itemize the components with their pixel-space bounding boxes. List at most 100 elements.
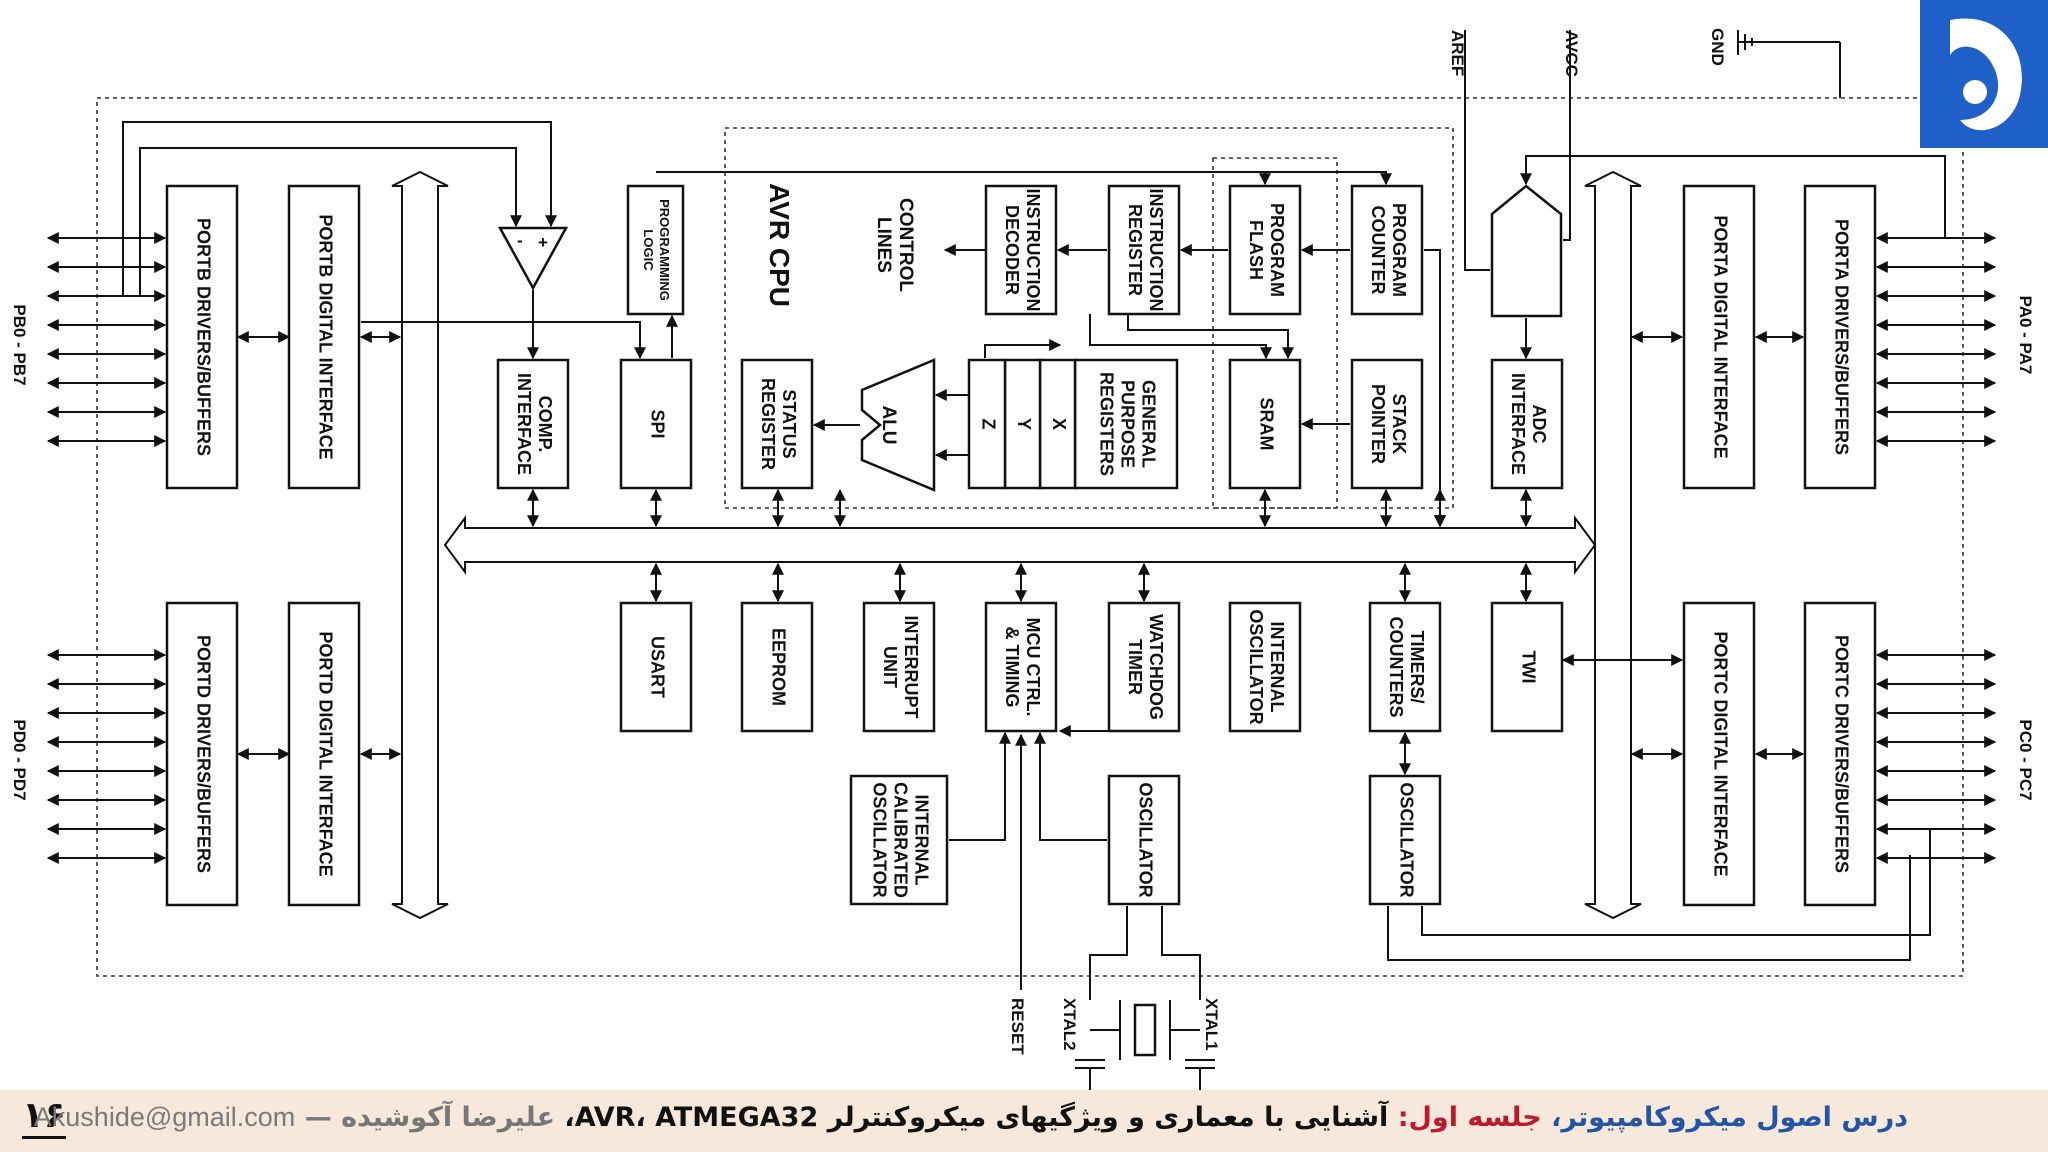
footer-caption: درس اصول میکروکامپیوتر، جلسه اول: آشنایی… bbox=[34, 1102, 1908, 1133]
status-register-block-label-line: REGISTER bbox=[758, 378, 778, 470]
portd-drivers-block: PORTD DRIVERS/BUFFERS bbox=[165, 601, 239, 907]
wire bbox=[1089, 314, 1272, 360]
adc-interface-block-box bbox=[1490, 358, 1564, 490]
porta-drivers-block-label-line: PORTA DRIVERS/BUFFERS bbox=[1831, 219, 1851, 455]
twi-block: TWI bbox=[1490, 601, 1564, 733]
wire bbox=[1421, 830, 1931, 936]
program-flash-block-label-line: PROGRAM bbox=[1267, 203, 1287, 297]
svg-text:LINES: LINES bbox=[873, 217, 894, 273]
portc-drivers-block-label-line: PORTC DRIVERS/BUFFERS bbox=[1831, 635, 1851, 873]
oscillator-2-block: OSCILLATOR bbox=[1368, 774, 1442, 906]
reg-x-block-label-line: X bbox=[1049, 418, 1069, 430]
footer-bar: ۱۶ درس اصول میکروکامپیوتر، جلسه اول: آشن… bbox=[0, 1090, 2048, 1152]
xtal1-label: XTAL1 bbox=[1202, 998, 1221, 1051]
gpr-block-label-line: REGISTERS bbox=[1096, 372, 1116, 476]
left-vertical-bus bbox=[391, 170, 449, 920]
portb-digital-block: PORTB DIGITAL INTERFACE bbox=[287, 184, 361, 490]
mcu-ctrl-block: MCU CTRL.& TIMING bbox=[984, 601, 1058, 733]
wire bbox=[949, 731, 1011, 841]
stack-pointer-block-box bbox=[1350, 358, 1424, 490]
program-flash-block-label-line: FLASH bbox=[1246, 220, 1266, 280]
footer-email: Akushide@gmail.com bbox=[33, 1102, 296, 1132]
portd-digital-block-box bbox=[287, 601, 361, 907]
comparator-plus: + bbox=[538, 233, 548, 252]
usart-block: USART bbox=[619, 601, 693, 733]
twi-block-box bbox=[1490, 601, 1564, 733]
sram-block: SRAM bbox=[1228, 358, 1302, 490]
footer-topic: آشنایی با معماری و ویژگیهای میکروکنترلر … bbox=[564, 1102, 1389, 1133]
portb-digital-block-box bbox=[287, 184, 361, 490]
page-number: ۱۶ bbox=[22, 1096, 66, 1139]
reg-y-block-label-line: Y bbox=[1014, 418, 1034, 430]
internal-oscillator-block-label-line: INTERNAL bbox=[1267, 622, 1287, 713]
portb-drivers-block-label-line: PORTB DRIVERS/BUFFERS bbox=[193, 218, 213, 456]
stack-pointer-block-label-line: POINTER bbox=[1368, 384, 1388, 464]
gpr-block-label-line: PURPOSE bbox=[1117, 380, 1137, 468]
sram-block-box bbox=[1228, 358, 1302, 490]
portc-drivers-block-box bbox=[1803, 601, 1877, 907]
watchdog-timer-block-label-line: WATCHDOG bbox=[1146, 614, 1166, 720]
portc-digital-block-box bbox=[1682, 601, 1756, 907]
wire bbox=[1464, 30, 1490, 271]
wire bbox=[1127, 314, 1294, 360]
chip-boundary bbox=[96, 97, 1964, 977]
svg-text:CONTROL: CONTROL bbox=[895, 198, 916, 292]
program-counter-block-box bbox=[1350, 184, 1424, 316]
gpr-block-label-line: GENERAL bbox=[1138, 380, 1158, 468]
comp-interface-block-label-line: COMP. bbox=[535, 396, 555, 453]
oscillator-1-block: OSCILLATOR bbox=[1107, 774, 1181, 906]
portb-digital-block-label-line: PORTB DIGITAL INTERFACE bbox=[315, 214, 335, 459]
wire bbox=[1387, 855, 1911, 961]
reg-y-block: Y bbox=[1003, 358, 1042, 490]
program-counter-block-label-line: COUNTER bbox=[1368, 206, 1388, 295]
porta-digital-block: PORTA DIGITAL INTERFACE bbox=[1682, 184, 1756, 490]
wire bbox=[1563, 30, 1571, 241]
portd-drivers-block-label-line: PORTD DRIVERS/BUFFERS bbox=[193, 635, 213, 873]
avr-block-diagram: PORTB DRIVERS/BUFFERS PORTB DIGITAL INTER… bbox=[10, 28, 2035, 1090]
footer-author: علیرضا آکوشیده bbox=[341, 1102, 556, 1133]
comparator-shape bbox=[497, 226, 569, 291]
comparator-minus: - bbox=[517, 231, 523, 250]
wire bbox=[1089, 906, 1128, 1000]
status-register-block-box bbox=[740, 358, 814, 490]
oscillator-1-block-label-line: OSCILLATOR bbox=[1135, 782, 1155, 897]
stack-pointer-block-label-line: STACK bbox=[1389, 394, 1409, 455]
interrupt-unit-block-label-line: UNIT bbox=[880, 646, 900, 688]
spi-block-label-line: SPI bbox=[647, 409, 667, 438]
timers-counters-block-label-line: COUNTERS bbox=[1386, 616, 1406, 717]
watchdog-timer-block-label-line: TIMER bbox=[1125, 639, 1145, 695]
wire bbox=[656, 171, 1392, 186]
usart-block-label-line: USART bbox=[647, 636, 667, 698]
oscillator-1-block-box bbox=[1107, 774, 1181, 906]
portc-drivers-block: PORTC DRIVERS/BUFFERS bbox=[1803, 601, 1877, 907]
pa-label: PA0 - PA7 bbox=[2016, 296, 2035, 375]
control-lines-label: CONTROL LINES bbox=[873, 198, 916, 292]
wire bbox=[1161, 906, 1201, 1000]
wire bbox=[1424, 249, 1446, 528]
internal-calibrated-oscillator-block-box bbox=[849, 774, 949, 906]
pb-label: PB0 - PB7 bbox=[10, 304, 29, 385]
reg-y-block-box bbox=[1003, 358, 1042, 490]
comp-interface-block: COMP.INTERFACE bbox=[496, 358, 570, 490]
reg-x-block-box bbox=[1038, 358, 1077, 490]
pd-label: PD0 - PD7 bbox=[10, 719, 29, 800]
spi-block-box bbox=[619, 358, 693, 490]
portc-digital-block: PORTC DIGITAL INTERFACE bbox=[1682, 601, 1756, 907]
pc-label: PC0 - PC7 bbox=[2016, 719, 2035, 800]
avcc-label: AVCC bbox=[1562, 30, 1581, 77]
status-register-block-label-line: STATUS bbox=[779, 389, 799, 458]
xtal2-label: XTAL2 bbox=[1060, 998, 1079, 1051]
portb-drivers-block-box bbox=[165, 184, 239, 490]
instruction-decoder-block-box bbox=[984, 184, 1058, 316]
instruction-register-block-label-line: INSTRUCTION bbox=[1146, 189, 1166, 312]
cpu-boundary bbox=[724, 127, 1454, 509]
mcu-ctrl-block-label-line: & TIMING bbox=[1002, 627, 1022, 708]
